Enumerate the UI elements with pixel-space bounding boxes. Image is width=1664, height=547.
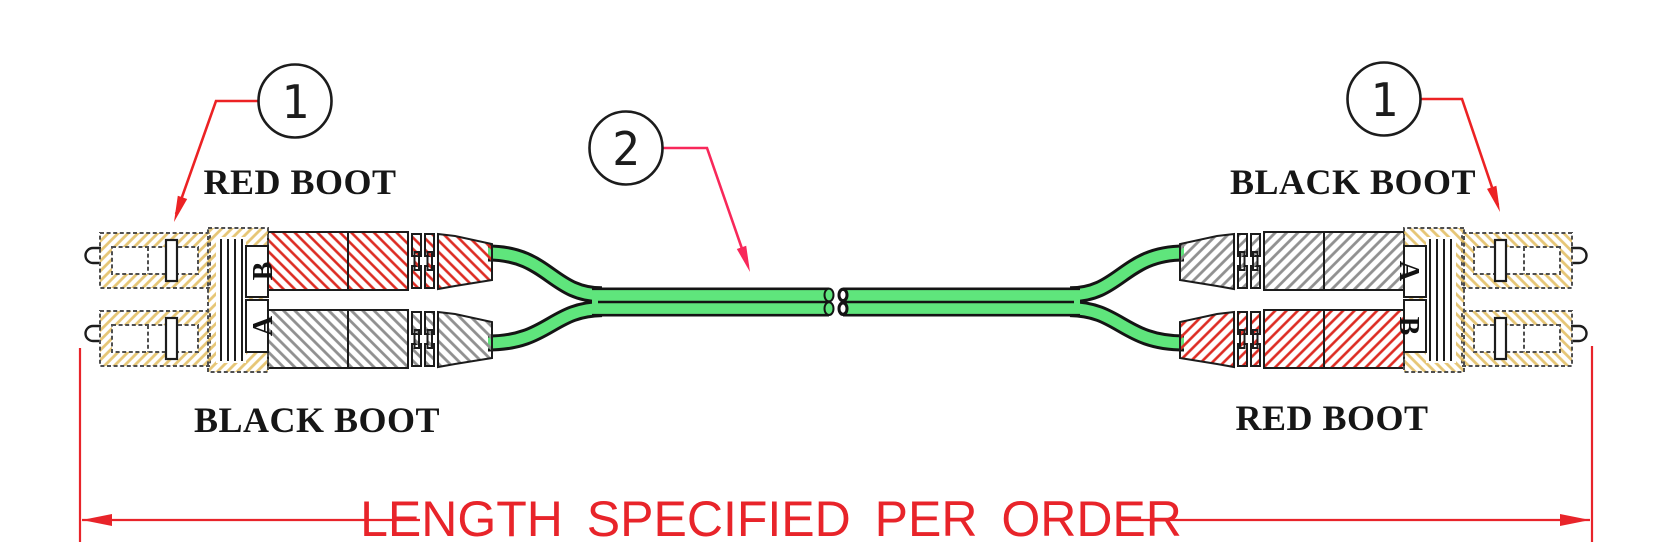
left-connector: B A (84, 226, 493, 374)
right-connector: A B (1179, 226, 1588, 374)
left-lc-housing (84, 226, 270, 374)
right-top-boot-label: BLACK BOOT (1230, 162, 1476, 202)
right-lc-housing (1402, 226, 1588, 374)
dimension-arrowhead-right-icon (1560, 514, 1590, 526)
right-bottom-boot-red (1179, 309, 1405, 369)
callout-right: 1 (1346, 61, 1500, 212)
leader-arrowhead-icon (174, 195, 188, 222)
cable-break (838, 289, 848, 315)
balloon-number: 1 (1370, 73, 1398, 127)
duplex-cable (488, 253, 1184, 343)
balloon-number: 1 (281, 75, 309, 129)
callout-middle: 2 (588, 110, 750, 272)
left-bottom-boot-black (267, 309, 493, 369)
length-dimension (78, 346, 1594, 542)
leader-arrowhead-icon (736, 245, 750, 272)
left-top-boot-label: RED BOOT (203, 162, 396, 202)
balloon-circle (257, 63, 333, 139)
leader-line (663, 146, 750, 267)
left-top-boot-red (267, 231, 493, 291)
balloon-number: 2 (612, 122, 640, 176)
dimension-label: LENGTH SPECIFIED PER ORDER (360, 491, 1182, 547)
left-bottom-boot-label: BLACK BOOT (194, 400, 440, 440)
dimension-arrowhead-left-icon (82, 514, 112, 526)
right-bottom-boot-label: RED BOOT (1235, 398, 1428, 438)
callout-left: 1 (174, 63, 333, 222)
leader-arrowhead-icon (1487, 185, 1500, 212)
balloon-circle (1346, 61, 1422, 137)
leader-line (174, 99, 259, 215)
polarity-letter: A (248, 315, 279, 336)
polarity-letter: B (248, 262, 279, 281)
polarity-letter: B (1393, 317, 1424, 336)
balloon-circle (588, 110, 664, 186)
leader-line (1420, 97, 1500, 206)
polarity-letter: A (1393, 261, 1424, 282)
right-top-boot-black (1179, 231, 1405, 291)
